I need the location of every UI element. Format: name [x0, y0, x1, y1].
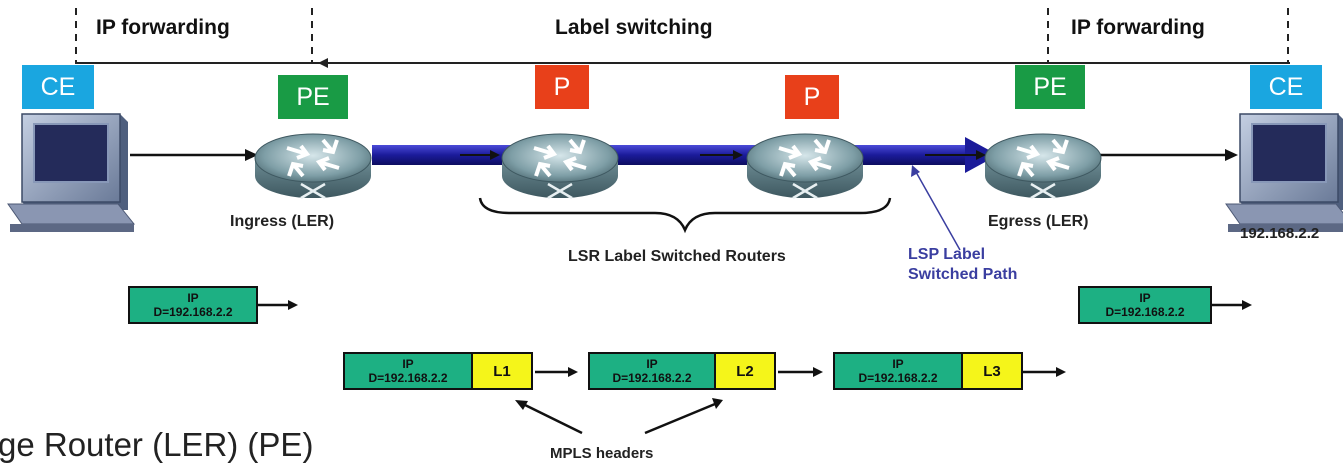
mpls-label: L3 — [963, 352, 1023, 390]
mpls-headers-caption: MPLS headers — [550, 445, 654, 462]
packet-ip-label: IP — [402, 357, 414, 371]
computer-icon — [7, 113, 136, 232]
ingress-caption: Ingress (LER) — [230, 213, 335, 230]
packet-ip-label: IP — [892, 357, 904, 371]
egress-caption: Egress (LER) — [988, 213, 1089, 230]
lsp-caption-line1: LSP Label — [908, 246, 986, 263]
slide-bullet-text: ge Router (LER) (PE) — [0, 426, 314, 463]
role-badge-ce-left: CE — [22, 65, 94, 109]
role-badge-pe-left: PE — [278, 75, 348, 119]
section-arrowhead — [318, 58, 328, 68]
packet-ip-label: IP — [187, 291, 199, 305]
packet-dest: D=192.168.2.2 — [153, 305, 233, 319]
section-label-label-switching: Label switching — [555, 16, 713, 39]
router-icon — [501, 133, 619, 200]
mpls-label: L2 — [716, 352, 776, 390]
computer-icon — [1225, 113, 1343, 232]
section-label-ip-forwarding-left: IP forwarding — [96, 16, 230, 39]
role-badge-p-1: P — [535, 65, 589, 109]
lsp-pointer — [915, 171, 961, 251]
role-badge-ce-right: CE — [1250, 65, 1322, 109]
packet-dest: D=192.168.2.2 — [1105, 305, 1185, 319]
egress-ip-packet: IP D=192.168.2.2 — [1078, 286, 1212, 324]
role-badge-pe-right: PE — [1015, 65, 1085, 109]
role-badge-p-2: P — [785, 75, 839, 119]
lsp-caption-line2: Switched Path — [908, 266, 1018, 283]
section-label-ip-forwarding-right: IP forwarding — [1071, 16, 1205, 39]
lsp-caption: LSP Label Switched Path — [908, 245, 1017, 285]
packet-ip-label: IP — [1139, 291, 1151, 305]
lsr-caption: LSR Label Switched Routers — [568, 248, 786, 265]
router-icon — [984, 133, 1102, 200]
host-ip-caption: 192.168.2.2 — [1240, 225, 1320, 242]
mpls-label: L1 — [473, 352, 533, 390]
lsr-brace — [478, 197, 892, 234]
router-icon — [746, 133, 864, 200]
ingress-ip-packet: IP D=192.168.2.2 — [128, 286, 258, 324]
mpls-packet-l3: IP D=192.168.2.2 L3 — [833, 352, 1023, 390]
packet-dest: D=192.168.2.2 — [612, 371, 692, 385]
packet-dest: D=192.168.2.2 — [858, 371, 938, 385]
mpls-packet-l2: IP D=192.168.2.2 L2 — [588, 352, 776, 390]
mpls-packet-l1: IP D=192.168.2.2 L1 — [343, 352, 533, 390]
router-icon — [254, 133, 372, 200]
packet-ip-label: IP — [646, 357, 658, 371]
packet-dest: D=192.168.2.2 — [368, 371, 448, 385]
